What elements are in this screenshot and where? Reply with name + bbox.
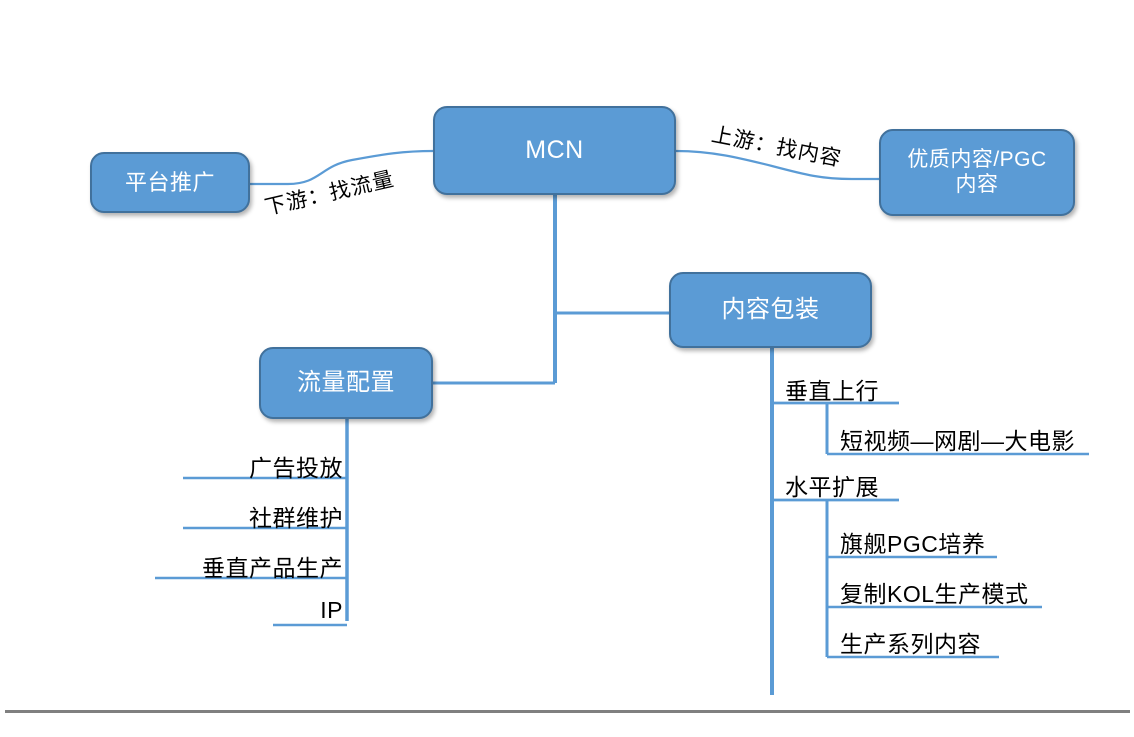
edge-label-upstream: 上游：找内容 <box>709 123 844 171</box>
page-divider <box>5 710 1130 713</box>
leaf-vertical-upward[interactable]: 垂直上行 <box>785 378 879 404</box>
leaf-flagship-pgc-cultivation[interactable]: 旗舰PGC培养 <box>840 531 986 557</box>
leaf-replicate-kol-production-model[interactable]: 复制KOL生产模式 <box>840 581 1029 607</box>
leaf-horizontal-expansion[interactable]: 水平扩展 <box>785 474 879 500</box>
leaf-ip[interactable]: IP <box>320 597 343 623</box>
node-traffic-allocation-label: 流量配置 <box>297 368 395 396</box>
node-platform-promotion[interactable]: 平台推广 <box>90 152 250 213</box>
node-content-packaging-label: 内容包装 <box>721 295 820 323</box>
node-mcn-label: MCN <box>525 135 584 164</box>
node-traffic-allocation[interactable]: 流量配置 <box>259 347 433 419</box>
node-premium-pgc[interactable]: 优质内容/PGC 内容 <box>879 129 1075 216</box>
node-platform-promotion-label: 平台推广 <box>124 169 215 195</box>
leaf-produce-series-content[interactable]: 生产系列内容 <box>840 631 981 657</box>
leaf-vertical-product-production[interactable]: 垂直产品生产 <box>202 555 343 581</box>
edge-label-downstream: 下游：找流量 <box>262 167 397 220</box>
node-mcn[interactable]: MCN <box>433 106 676 195</box>
leaf-shortvideo-webseries-movie[interactable]: 短视频—网剧—大电影 <box>840 428 1075 454</box>
leaf-advertising[interactable]: 广告投放 <box>249 455 343 481</box>
node-content-packaging[interactable]: 内容包装 <box>669 272 872 348</box>
leaf-community-maintenance[interactable]: 社群维护 <box>249 505 343 531</box>
node-premium-pgc-label: 优质内容/PGC 内容 <box>907 147 1047 196</box>
